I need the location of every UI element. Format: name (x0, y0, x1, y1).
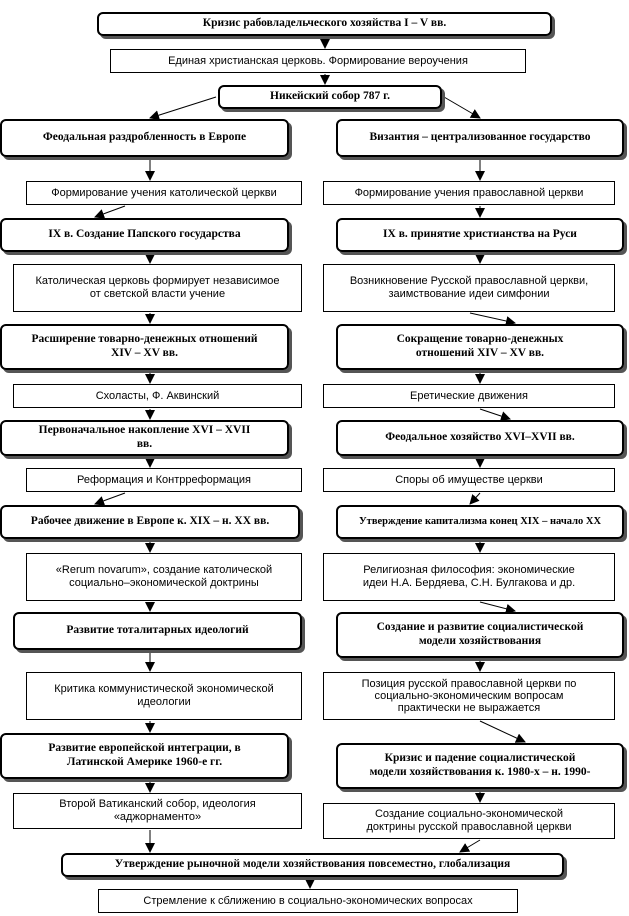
right-box-socialist-collapse: Кризис и падение социалистической модели… (336, 743, 624, 789)
convergence-box: Стремление к сближению в социально-эконо… (98, 889, 518, 913)
right-box-byzantium: Византия – централизованное государство (336, 119, 624, 157)
flow-arrow-2 (149, 96, 217, 121)
left-box-reformation: Реформация и Контрреформация (26, 468, 302, 492)
right-box-commodity-reduction: Сокращение товарно-денежных отношений XI… (336, 324, 624, 370)
right-box-religious-philosophy: Религиозная философия: экономические иде… (323, 553, 615, 601)
flow-arrow-23 (479, 408, 511, 421)
right-box-orthodox-teaching: Формирование учения православной церкви (323, 181, 615, 205)
left-box-vatican-council: Второй Ватиканский собор, идеология «адж… (13, 793, 302, 829)
flow-arrow-31 (459, 839, 481, 853)
flow-arrow-3 (443, 96, 481, 119)
left-box-communism-critique: Критика коммунистической экономической и… (26, 672, 302, 720)
left-box-primary-accumulation: Первоначальное накопление XVI – XVII вв. (0, 420, 289, 456)
left-box-totalitarian: Развитие тоталитарных идеологий (13, 612, 302, 650)
right-box-socialist-model: Создание и развитие социалистической мод… (336, 612, 624, 658)
right-box-heretical: Еретические движения (323, 384, 615, 408)
left-box-rerum-novarum: «Rerum novarum», создание католической с… (26, 553, 302, 601)
flow-arrow-5 (94, 205, 126, 219)
nicaea-council-box: Никейский собор 787 г. (218, 85, 442, 109)
left-box-european-integration: Развитие европейской интеграции, в Латин… (0, 733, 289, 779)
left-box-commodity-expansion: Расширение товарно-денежных отношений XI… (0, 324, 289, 370)
left-box-feudal-europe: Феодальная раздробленность в Европе (0, 119, 289, 157)
right-box-christianization: IX в. принятие христианства на Руси (336, 218, 624, 252)
left-box-catholic-independent: Католическая церковь формирует независим… (13, 264, 302, 312)
right-box-orthodox-doctrine: Создание социально-экономической доктрин… (323, 803, 615, 839)
root-title-box: Кризис рабовладельческого хозяйства I – … (97, 12, 552, 36)
right-box-capitalism: Утверждение капитализма конец XIX – нача… (336, 505, 624, 539)
left-box-papal-state: IX в. Создание Папского государства (0, 218, 289, 252)
right-box-church-property: Споры об имуществе церкви (323, 468, 615, 492)
flow-arrow-21 (469, 312, 516, 326)
flow-arrow-27 (479, 601, 516, 614)
flow-arrow-29 (479, 720, 526, 743)
unified-church-box: Единая христианская церковь. Формировани… (110, 49, 526, 73)
left-box-scholastics: Схоласты, Ф. Аквинский (13, 384, 302, 408)
left-box-labor-movement: Рабочее движение в Европе к. XIX – н. XX… (0, 505, 300, 539)
left-box-catholic-teaching: Формирование учения католической церкви (26, 181, 302, 205)
flow-arrow-25 (469, 492, 481, 505)
right-box-church-position: Позиция русской православной церкви по с… (323, 672, 615, 720)
right-box-russian-church: Возникновение Русской православной церкв… (323, 264, 615, 312)
flow-arrow-11 (94, 492, 126, 506)
market-model-box: Утверждение рыночной модели хозяйствован… (61, 853, 564, 877)
right-box-feudal-economy: Феодальное хозяйство XVI–XVII вв. (336, 420, 624, 456)
